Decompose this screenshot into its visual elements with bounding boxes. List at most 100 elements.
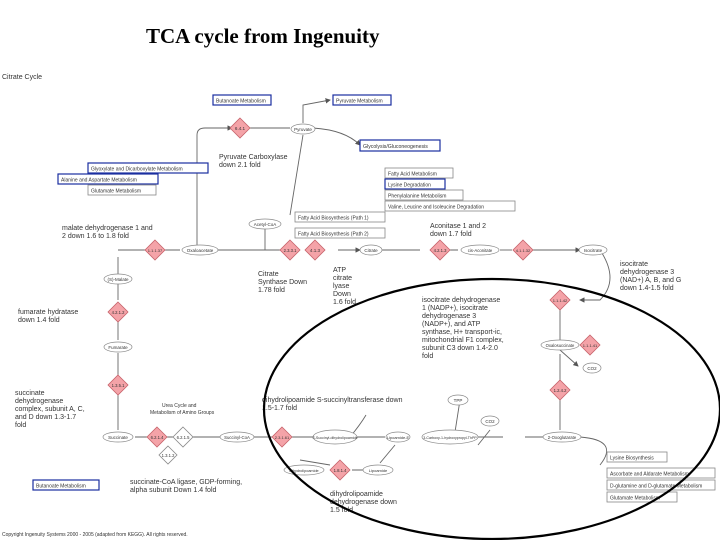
metabolite-carboxy-tpp[interactable]: 3-Carboxy-1-hydroxypropyl-ThPP — [421, 429, 479, 445]
svg-text:Fumarate: Fumarate — [108, 345, 128, 350]
metabolite-oxoglutarate[interactable]: 2-Oxoglutarate — [542, 431, 582, 443]
svg-text:Succinate: Succinate — [108, 435, 128, 440]
enzyme-1-8-1-4[interactable]: 1.8.1.4 — [329, 459, 351, 481]
slide-title: TCA cycle from Ingenuity — [146, 24, 380, 48]
svg-text:1.2.4.2: 1.2.4.2 — [554, 388, 567, 393]
svg-text:6.4.1: 6.4.1 — [235, 126, 246, 131]
metabolite-cis-aconitate[interactable]: cis-Aconitate — [460, 244, 500, 256]
metabolite-citrate[interactable]: Citrate — [359, 244, 383, 256]
svg-text:(S)-Malate: (S)-Malate — [107, 277, 129, 282]
enzyme-6-2-1-5[interactable]: 6.2.1.5 — [172, 426, 194, 448]
metabolite-oxalosuccinate[interactable]: Oxalosuccinate — [540, 339, 580, 351]
pathway-box-fatty-acid-biosynthesis-1[interactable]: Fatty Acid Biosynthesis (Path 1) — [294, 211, 386, 223]
metabolite-fumarate[interactable]: Fumarate — [103, 341, 133, 353]
metabolite-succinyl-dihydrolipoamide[interactable]: S-Succinyl-dihydrolipoamide — [312, 429, 358, 445]
svg-text:Butanoate Metabolism: Butanoate Metabolism — [216, 99, 266, 105]
pathway-box-fatty-acid-metabolism[interactable]: Fatty Acid Metabolism — [384, 167, 454, 179]
pathway-box-phenylalanine[interactable]: Phenylalanine Metabolism — [384, 189, 464, 201]
pathway-box-alanine-aspartate[interactable]: Alanine and Aspartate Metabolism — [57, 173, 159, 185]
metabolite-co2-a[interactable]: CO2 — [582, 362, 602, 374]
enzyme-1-3-5-1[interactable]: 1.3.5.1 — [107, 374, 129, 396]
svg-text:Pyruvate: Pyruvate — [294, 127, 312, 132]
pathway-box-glutamate[interactable]: Glutamate Metabolism — [87, 184, 157, 196]
svg-text:4.2.1.2: 4.2.1.2 — [112, 310, 125, 315]
svg-text:CO2: CO2 — [587, 366, 597, 371]
svg-text:Fatty Acid Biosynthesis (Path: Fatty Acid Biosynthesis (Path 2) — [298, 232, 369, 238]
enzyme-1-1-1-41[interactable]: 1.1.1.41 — [579, 334, 601, 356]
svg-text:Isocitrate: Isocitrate — [584, 248, 603, 253]
pathway-box-glutamate-bottom[interactable]: Glutamate Metabolism — [606, 491, 678, 503]
svg-text:4.1.1.32: 4.1.1.32 — [516, 248, 531, 253]
metabolite-acetyl-coa[interactable]: Acetyl-CoA — [248, 218, 282, 230]
pathway-title: Citrate Cycle — [2, 74, 42, 81]
svg-text:2-Oxoglutarate: 2-Oxoglutarate — [548, 435, 577, 440]
svg-text:1.1.1.42: 1.1.1.42 — [553, 298, 568, 303]
pathway-box-butanoate-bottom[interactable]: Butanoate Metabolism — [32, 479, 100, 491]
svg-text:4.1.3: 4.1.3 — [310, 248, 321, 253]
metabolite-tpp[interactable]: TPP — [447, 394, 469, 406]
metabolite-succinate[interactable]: Succinate — [102, 431, 134, 443]
enzyme-6-4-1[interactable]: 6.4.1 — [229, 117, 251, 139]
pathway-box-ascorbate[interactable]: Ascorbate and Aldarate Metabolism — [606, 467, 716, 479]
enzyme-4-1-1-32[interactable]: 4.1.1.32 — [512, 239, 534, 261]
pathway-box-lysine-degradation[interactable]: Lysine Degradation — [384, 178, 446, 190]
pathway-box-glyoxylate[interactable]: Glyoxylate and Dicarboxylate Metabolism — [87, 162, 209, 174]
svg-text:1.3.1.2: 1.3.1.2 — [162, 453, 175, 458]
svg-text:Butanoate Metabolism: Butanoate Metabolism — [36, 484, 86, 490]
svg-text:1.1.1.41: 1.1.1.41 — [583, 343, 598, 348]
pathway-box-valine[interactable]: Valine, Leucine and Isoleucine Degradati… — [384, 200, 516, 212]
svg-text:CO2: CO2 — [485, 419, 495, 424]
svg-text:Glycolysis/Gluconeogenesis: Glycolysis/Gluconeogenesis — [363, 144, 428, 150]
pathway-box-fatty-acid-biosynthesis-2[interactable]: Fatty Acid Biosynthesis (Path 2) — [294, 227, 386, 239]
pathway-box-butanoate-top[interactable]: Butanoate Metabolism — [212, 94, 272, 106]
metabolite-malate[interactable]: (S)-Malate — [103, 273, 133, 285]
metabolite-isocitrate[interactable]: Isocitrate — [578, 244, 608, 256]
enzyme-1-2-4-2[interactable]: 1.2.4.2 — [549, 379, 571, 401]
svg-text:1.8.1.4: 1.8.1.4 — [334, 468, 347, 473]
svg-text:Citrate: Citrate — [364, 248, 378, 253]
svg-text:2.3.1.61: 2.3.1.61 — [275, 435, 290, 440]
annotation-succinate-coa-ligase: succinate-CoA ligase, GDP-forming,alpha … — [130, 479, 242, 494]
svg-text:Lysine Biosynthesis: Lysine Biosynthesis — [610, 456, 654, 462]
enzyme-1-3-1-2[interactable]: 1.3.1.2 — [158, 445, 178, 465]
svg-text:Oxaloacetate: Oxaloacetate — [187, 248, 214, 253]
svg-text:1.1.1.37: 1.1.1.37 — [148, 248, 163, 253]
copyright-notice: Copyright Ingenuity Systems 2000 - 2005 … — [2, 532, 188, 538]
enzyme-1-1-1-42[interactable]: 1.1.1.42 — [549, 289, 571, 311]
svg-text:Alanine and Aspartate Metaboli: Alanine and Aspartate Metabolism — [61, 178, 137, 184]
metabolite-pyruvate[interactable]: Pyruvate — [290, 123, 316, 135]
svg-text:TPP: TPP — [454, 398, 463, 403]
svg-text:Succinyl-CoA: Succinyl-CoA — [224, 435, 250, 440]
enzyme-4-2-1-2[interactable]: 4.2.1.2 — [107, 301, 129, 323]
enzyme-4-2-1-3[interactable]: 4.2.1.3 — [429, 239, 451, 261]
svg-text:Fatty Acid Metabolism: Fatty Acid Metabolism — [388, 172, 437, 178]
metabolite-lipoamide[interactable]: Lipoamide — [362, 464, 394, 476]
annotation-dlst: dihydrolipoamide S-succinyltransferase d… — [262, 397, 403, 412]
pathway-box-glycolysis[interactable]: Glycolysis/Gluconeogenesis — [359, 139, 441, 152]
svg-text:3-Carboxy-1-hydroxypropyl-ThPP: 3-Carboxy-1-hydroxypropyl-ThPP — [423, 436, 477, 440]
svg-text:Lysine Degradation: Lysine Degradation — [388, 183, 431, 189]
svg-text:Phenylalanine Metabolism: Phenylalanine Metabolism — [388, 194, 446, 200]
enzyme-6-2-1-4[interactable]: 6.2.1.4 — [146, 426, 168, 448]
enzyme-1-1-1-37[interactable]: 1.1.1.37 — [144, 239, 166, 261]
enzyme-2-3-1-61[interactable]: 2.3.1.61 — [271, 426, 293, 448]
metabolite-lipoyl[interactable]: Lipoamide-E — [385, 431, 411, 443]
enzyme-4-1-3[interactable]: 4.1.3 — [304, 239, 326, 261]
metabolite-co2-b[interactable]: CO2 — [480, 415, 500, 427]
enzyme-2-3-3-1[interactable]: 2.3.3.1 — [279, 239, 301, 261]
svg-text:Ascorbate and Aldarate Metabol: Ascorbate and Aldarate Metabolism — [610, 472, 689, 478]
pathway-box-pyruvate-metabolism[interactable]: Pyruvate Metabolism — [332, 94, 392, 106]
metabolite-succinyl-coa[interactable]: Succinyl-CoA — [219, 431, 255, 443]
pathway-box-d-glutamine[interactable]: D-glutamine and D-glutamate Metabolism — [606, 479, 716, 491]
metabolite-oxaloacetate[interactable]: Oxaloacetate — [181, 244, 219, 256]
pathway-box-lysine-biosynthesis[interactable]: Lysine Biosynthesis — [606, 451, 668, 463]
svg-text:6.2.1.5: 6.2.1.5 — [177, 435, 190, 440]
